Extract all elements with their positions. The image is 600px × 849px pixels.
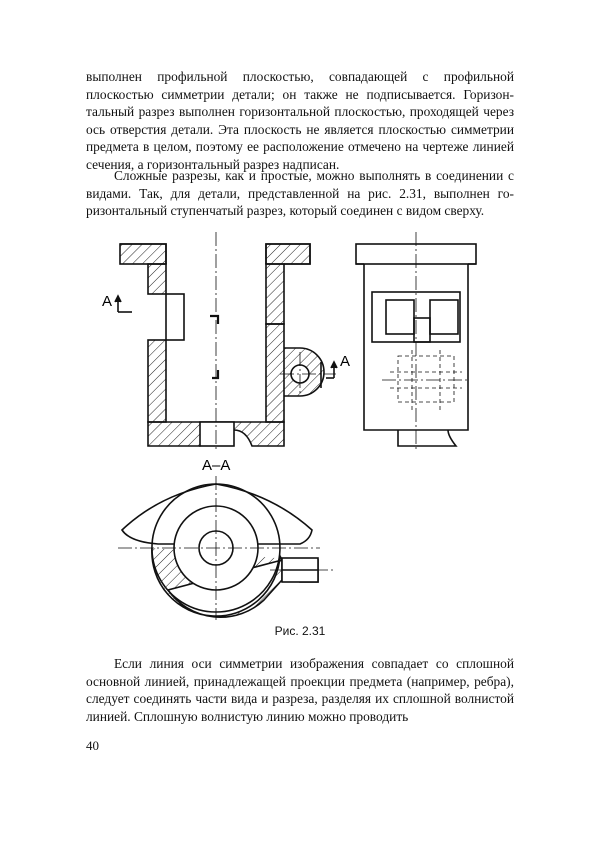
section-label: А–А bbox=[202, 457, 230, 474]
cut-mark-left-label: А bbox=[102, 293, 112, 310]
cut-mark-left bbox=[114, 294, 132, 313]
cut-mark-right-label: А bbox=[340, 353, 350, 370]
paragraph-3: Если линия оси симметрии изображения сов… bbox=[86, 656, 514, 724]
section-a-a-view bbox=[120, 483, 319, 618]
page-number: 40 bbox=[86, 738, 99, 753]
front-section-view bbox=[119, 243, 325, 447]
paragraph-2: Сложные разрезы, как и простые, можно вы… bbox=[86, 168, 514, 219]
figure-caption: Рис. 2.31 bbox=[274, 624, 326, 638]
cut-mark-right bbox=[326, 360, 338, 379]
paragraph-1: выполнен профильной плоскостью, совпадаю… bbox=[86, 69, 514, 172]
